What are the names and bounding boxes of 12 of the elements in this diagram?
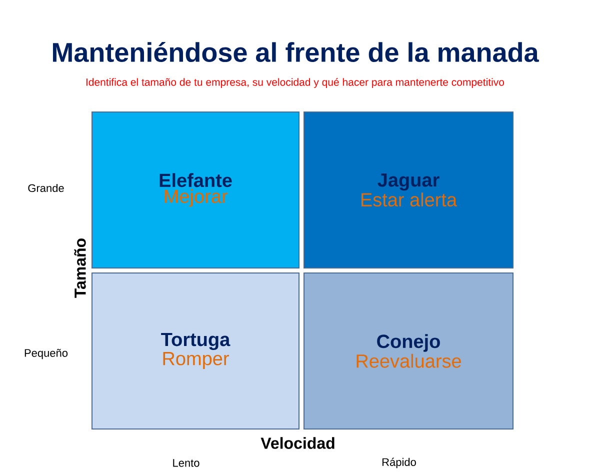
axis-title: Tamaño (74, 238, 86, 298)
title: Manteniéndose al frente de la manada (53, 42, 539, 62)
quadrant-box: Jaguar Estar alerta (304, 112, 514, 268)
subtitle: Identifica el tamaño de tu empresa, su velocidad y qué hacer para mantenerte competitivo (86, 78, 504, 88)
axis-tick-label: Lento (173, 459, 200, 467)
axis-tick-label: Grande (28, 184, 64, 192)
quadrant-box: Conejo Reevaluarse (304, 272, 514, 430)
axis-tick-label: Pequeño (24, 348, 68, 360)
axis-tick-label: Rápido (382, 458, 416, 468)
axis-title: Velocidad (260, 437, 334, 449)
quadrant-box: Tortuga Romper (92, 272, 300, 430)
quadrant-box: Elefante Mejorar (92, 112, 300, 268)
